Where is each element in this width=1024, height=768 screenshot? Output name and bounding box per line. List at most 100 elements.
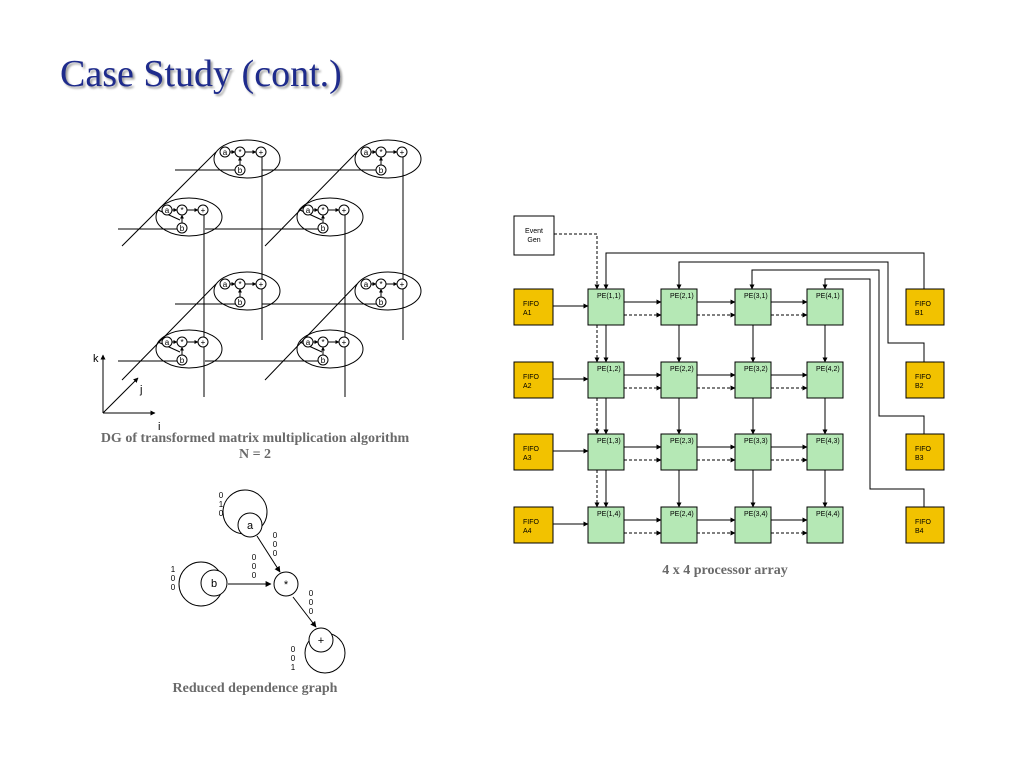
vector-a-self: 010 <box>219 491 224 518</box>
node-b-circle <box>375 296 387 308</box>
node-mul-circle <box>176 336 188 348</box>
pe-label: PE(3,1) <box>744 293 768 300</box>
vector-add-self-entry: 0 <box>291 654 296 663</box>
node-a-label: a <box>306 206 311 215</box>
node-b-circle <box>176 354 188 366</box>
node-add-circle <box>197 336 209 348</box>
fifo-label: FIFO <box>915 519 931 526</box>
node-b-circle <box>317 222 329 234</box>
pe-cell: PE(4,4) <box>806 506 844 544</box>
pe-cell: PE(3,1) <box>734 288 772 326</box>
node-b-label: b <box>321 356 326 365</box>
cell-ellipse <box>155 329 223 369</box>
vector-b-mul-entry: 0 <box>252 562 257 571</box>
vector-a-self-entry: 0 <box>219 509 224 518</box>
pe-box <box>587 288 625 326</box>
dg-cell: a * + b <box>296 329 364 369</box>
axis-j-label: j <box>139 384 142 396</box>
node-add-circle <box>396 146 408 158</box>
vector-b-mul: 000 <box>252 553 257 580</box>
node-mul-circle <box>375 278 387 290</box>
pe-label: PE(4,4) <box>816 511 840 518</box>
vector-b-self: 100 <box>171 565 176 592</box>
node-add-label: + <box>342 338 347 347</box>
fifo-box <box>905 506 945 544</box>
cell-ellipse <box>296 197 364 237</box>
node-mul-circle <box>234 146 246 158</box>
pe-label: PE(1,1) <box>597 293 621 300</box>
pe-label: PE(4,1) <box>816 293 840 300</box>
dg-cell: a*+b <box>155 197 223 237</box>
pe-box <box>734 288 772 326</box>
cell-ellipse <box>296 329 364 369</box>
fifo-box <box>513 361 554 399</box>
dg-cell: a*+b <box>354 139 422 179</box>
pe-box <box>806 506 844 544</box>
vector-b-self-entry: 0 <box>171 574 176 583</box>
pe-box <box>660 433 698 471</box>
event-line <box>554 233 600 290</box>
node-a-label: a <box>247 520 254 532</box>
pe-box <box>660 361 698 399</box>
cell-ellipse <box>354 139 422 179</box>
node-mul-circle <box>176 204 188 216</box>
node-mul-label: * <box>284 579 289 591</box>
fifo-box <box>905 361 945 399</box>
pe-label: PE(2,4) <box>670 511 694 518</box>
fifo-label: B1 <box>915 310 924 317</box>
node-a-label: a <box>364 148 369 157</box>
pe-box <box>806 433 844 471</box>
node-mul-label: * <box>379 280 382 289</box>
pe-label: PE(4,2) <box>816 366 840 373</box>
node-b-circle <box>317 354 329 366</box>
node-add-label: + <box>259 148 264 157</box>
pe-box <box>587 433 625 471</box>
fifo-label: FIFO <box>915 374 931 381</box>
node-a-circle <box>161 336 173 348</box>
pe-label: PE(3,3) <box>744 438 768 445</box>
event-gen-label: Gen <box>527 237 540 244</box>
pe-cell: PE(1,2) <box>587 361 625 399</box>
node-b-circle <box>234 164 246 176</box>
node-a-circle <box>302 204 314 216</box>
fifo-label: FIFO <box>915 446 931 453</box>
node-b-label: b <box>211 578 217 590</box>
node-b-circle <box>176 222 188 234</box>
node-add-circle <box>396 278 408 290</box>
node-b-label: b <box>321 224 326 233</box>
vector-mul-add-entry: 0 <box>309 598 314 607</box>
dg-cell: a*+b <box>213 139 281 179</box>
pe-cell: PE(2,2) <box>660 361 698 399</box>
pe-label: PE(3,4) <box>744 511 768 518</box>
pe-cell: PE(2,1) <box>660 288 698 326</box>
pe-cell: PE(4,3) <box>806 433 844 471</box>
pe-cell: PE(2,3) <box>660 433 698 471</box>
event-gen-label: Event <box>525 228 543 235</box>
pe-box <box>660 506 698 544</box>
pe-label: PE(2,3) <box>670 438 694 445</box>
fifo-b-3: FIFO B3 <box>905 433 945 471</box>
node-add-circle <box>308 627 334 653</box>
vector-a-mul-entry: 0 <box>273 549 278 558</box>
dg-cell: a*+b <box>213 271 281 311</box>
vector-a-mul: 000 <box>273 531 278 558</box>
fifo-label: B4 <box>915 528 924 535</box>
node-add-label: + <box>259 280 264 289</box>
node-mul-label: * <box>321 338 324 347</box>
node-add-circle <box>255 278 267 290</box>
fifo-label: B3 <box>915 455 924 462</box>
vector-b-self-entry: 0 <box>171 583 176 592</box>
node-a-circle <box>219 146 231 158</box>
node-a-label: a <box>306 338 311 347</box>
fifo-box <box>513 506 554 544</box>
pe-box <box>734 506 772 544</box>
node-a-label: a <box>223 148 228 157</box>
node-a-circle <box>161 204 173 216</box>
fifo-label: B2 <box>915 383 924 390</box>
node-add-label: + <box>201 338 206 347</box>
fifo-label: A2 <box>523 383 532 390</box>
